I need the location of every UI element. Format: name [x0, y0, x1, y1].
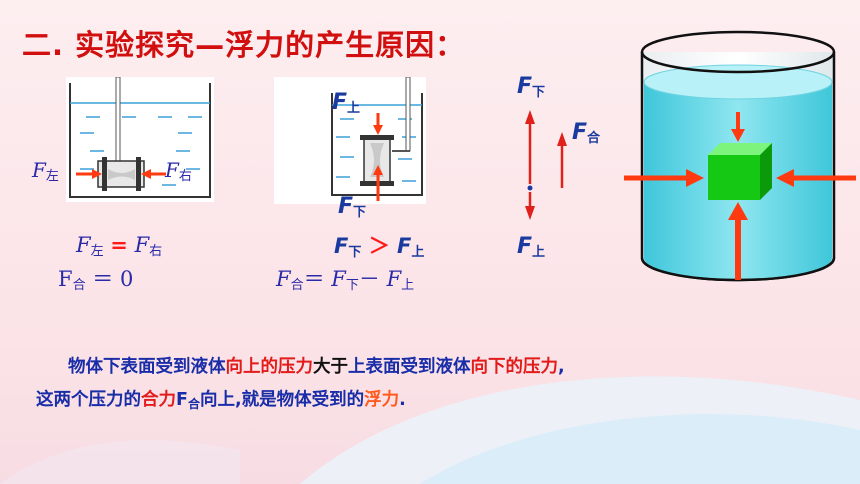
cylinder-tank [624, 30, 856, 282]
conclusion-text: 物体下表面受到液体向上的压力大于上表面受到液体向下的压力, 这两个压力的合力F合… [36, 357, 565, 411]
force-down-label: F下 [517, 74, 546, 100]
net-force-label: F合 [572, 120, 601, 146]
equation-net-force: F合＝ F下－ F上 [276, 267, 415, 293]
equation-net-zero: F合 ＝ 0 [58, 267, 134, 293]
force-left-label: F左 [32, 158, 59, 184]
force-diagram [525, 110, 567, 220]
force-top-label: F上 [332, 90, 361, 116]
beaker-figure-left [66, 76, 214, 202]
page-title: 二. 实验探究—浮力的产生原因： [22, 28, 466, 62]
beaker-left-drawing [69, 76, 211, 198]
beaker-right-drawing [331, 76, 423, 201]
beaker-figure-right [274, 76, 426, 204]
equation-down-greater-up: F下 ＞ F上 [334, 234, 425, 260]
force-right-label: F右 [165, 158, 192, 184]
force-bottom-label: F下 [338, 194, 367, 220]
force-up-label: F上 [517, 234, 546, 260]
equation-left-right-equal: F左 = F右 [76, 232, 163, 259]
